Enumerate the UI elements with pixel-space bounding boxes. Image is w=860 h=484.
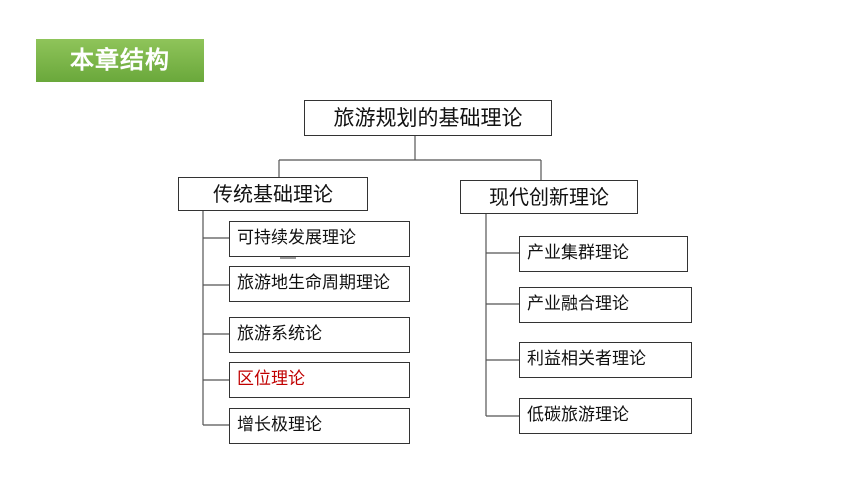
item-industrial-cluster: 产业集群理论 xyxy=(519,236,688,272)
root-node: 旅游规划的基础理论 xyxy=(304,100,552,136)
item-growth-pole: 增长极理论 xyxy=(229,408,410,444)
category-modern: 现代创新理论 xyxy=(460,180,638,214)
category-traditional: 传统基础理论 xyxy=(178,177,368,211)
item-tourism-system: 旅游系统论 xyxy=(229,317,410,353)
item-sustainable-development: 可持续发展理论 xyxy=(229,221,410,257)
item-destination-lifecycle: 旅游地生命周期理论 xyxy=(229,266,410,302)
item-low-carbon-tourism: 低碳旅游理论 xyxy=(519,398,692,434)
item-location-theory: 区位理论 xyxy=(229,362,410,398)
section-badge: 本章结构 xyxy=(36,39,204,82)
item-industry-convergence: 产业融合理论 xyxy=(519,287,692,323)
item-stakeholder: 利益相关者理论 xyxy=(519,342,692,378)
